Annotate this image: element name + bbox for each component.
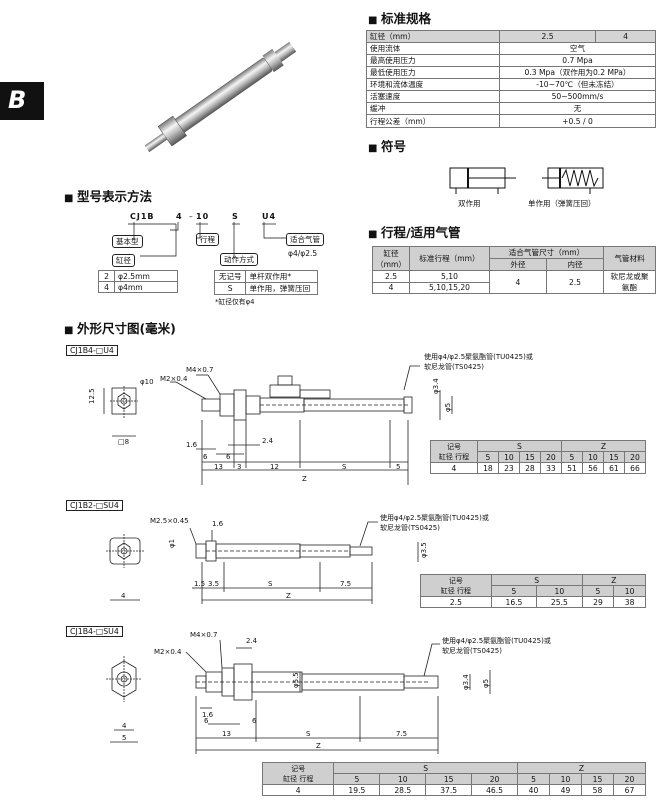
d1-13: 13 <box>214 463 223 471</box>
d3-6b: 6 <box>252 717 257 725</box>
d1-phi10: φ10 <box>140 378 154 386</box>
stroke-tube-table: 缸径（mm） 标准行程（mm） 适合气管尺寸（mm） 气管材料 外径内径 2.5… <box>372 246 656 294</box>
d2-tube-note: 使用φ4/φ2.5聚氨酯管(TU0425)或 <box>380 514 489 522</box>
d1-3: 3 <box>237 463 241 471</box>
model-code-action: S <box>232 212 239 221</box>
stroke-label: 行程 <box>196 233 219 246</box>
bore-label: 缸径 <box>112 254 135 267</box>
d3-7_5: 7.5 <box>396 730 407 738</box>
d3-13: 13 <box>222 730 231 738</box>
d1-m4: M4×0.7 <box>186 366 214 374</box>
model-code-dash: – <box>189 212 193 221</box>
d2-phi1: φ1 <box>168 539 176 548</box>
model-code-stroke: 10 <box>196 212 210 221</box>
d2-7_5: 7.5 <box>340 580 351 588</box>
action-label: 动作方式 <box>220 253 258 266</box>
d1-sq8: □8 <box>118 438 129 446</box>
drawing1-name: CJ1B4-□U4 <box>66 345 118 356</box>
d2-s: S <box>268 580 273 588</box>
d1-tube-note: 使用φ4/φ2.5聚氨酯管(TU0425)或 <box>424 353 533 361</box>
d2-phi35: φ3.5 <box>420 542 428 558</box>
model-note: *缸径仅有φ4 <box>215 298 255 306</box>
model-title: 型号表示方法 <box>64 186 152 205</box>
tube-sizes: φ4/φ2.5 <box>288 249 318 258</box>
model-code-cj1b: CJ1B <box>130 212 155 221</box>
d2-1_5: 1.5 <box>194 580 205 588</box>
double-acting-symbol <box>449 167 516 194</box>
d1-6b: 6 <box>226 453 231 461</box>
d3-tube-note: 使用φ4/φ2.5聚氨酯管(TU0425)或 <box>442 637 551 645</box>
d3-tube-note2: 软尼龙管(TS0425) <box>442 647 502 655</box>
d3-s: S <box>306 730 311 738</box>
d1-2_4: 2.4 <box>262 437 274 445</box>
single-acting-symbol <box>542 167 604 194</box>
d1-m2: M2×0.4 <box>160 375 188 383</box>
d3-m2: M2×0.4 <box>154 648 182 656</box>
model-code-tube: U4 <box>262 212 277 221</box>
d2-z: Z <box>286 592 291 600</box>
d2-1_6: 1.6 <box>212 520 224 528</box>
d2-3_5: 3.5 <box>208 580 219 588</box>
d3-phi34: φ3.4 <box>462 674 470 690</box>
symbol-title: 符号 <box>368 136 406 155</box>
d3-2_4: 2.4 <box>246 637 258 645</box>
d1-tube-note2: 软尼龙管(TS0425) <box>424 363 484 371</box>
d1-phi34: φ3.4 <box>432 378 440 394</box>
d3-5: 5 <box>122 734 126 742</box>
d3-m4: M4×0.7 <box>190 631 218 639</box>
d1-12: 12 <box>270 463 279 471</box>
tube-label: 适合气管 <box>286 233 324 246</box>
d2-4: 4 <box>121 592 126 600</box>
dims-title: 外形尺寸图(毫米) <box>64 318 176 337</box>
d3-z: Z <box>316 742 321 750</box>
section-tab: B <box>0 82 44 120</box>
single-acting-label: 单作用（弹簧压回） <box>528 199 596 208</box>
d3-phi5: φ5 <box>482 679 490 688</box>
d3-6a: 6 <box>204 717 209 725</box>
d1-12_5: 12.5 <box>88 388 96 404</box>
drawing2-name: CJ1B2-□SU4 <box>66 500 123 511</box>
d1-phi5: φ5 <box>444 403 452 412</box>
d1-z: Z <box>302 475 307 483</box>
stroke-tube-title: 行程/适用气管 <box>368 222 461 241</box>
model-code-bore: 4 <box>176 212 183 221</box>
double-acting-label: 双作用 <box>458 199 481 208</box>
d3-4: 4 <box>122 722 127 730</box>
d2-tube-note2: 软尼龙管(TS0425) <box>380 524 440 532</box>
d1-6a: 6 <box>203 453 208 461</box>
d3-1_6: 1.6 <box>202 711 214 719</box>
drawing3-name: CJ1B4-□SU4 <box>66 626 123 637</box>
d1-1_6: 1.6 <box>186 441 198 449</box>
product-photo <box>144 41 297 153</box>
spec-title: 标准规格 <box>368 8 431 27</box>
d3-phi55: φ5.5 <box>292 672 300 688</box>
d1-5: 5 <box>396 463 400 471</box>
basic-type-label: 基本型 <box>112 235 143 248</box>
d1-s: S <box>342 463 347 471</box>
d2-m25: M2.5×0.45 <box>150 517 189 525</box>
